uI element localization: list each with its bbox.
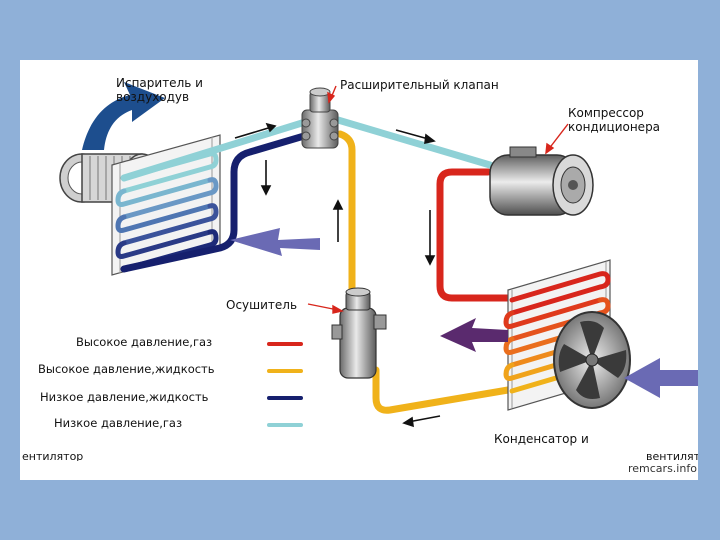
compressor [489,146,594,216]
legend-label: Высокое давление,жидкость [38,362,215,376]
expansion-valve [301,87,339,149]
low-pressure-gas-line [120,116,494,182]
expansion-valve-label: Расширительный клапан [340,78,499,92]
high-pressure-liquid-line [336,130,512,414]
source-credit: remcars.info [628,462,697,475]
legend-swatch [267,369,303,373]
ac-system-diagram [59,82,698,428]
condenser-outflow-arrow [440,318,508,352]
dryer-label: Осушитель [226,298,298,312]
legend-label: Высокое давление,газ [76,335,213,349]
fan-label-fragment-left: ентилятор [22,450,84,461]
label-leader-arrows [307,85,569,314]
condenser-label: Конденсатор и [494,432,589,446]
legend-label: Низкое давление,газ [54,416,183,430]
legend-swatch [267,342,303,346]
flow-direction-arrows [234,122,441,428]
low-pressure-liquid-line [120,132,308,273]
evaporator-label: Испаритель и воздуходув [116,76,203,104]
evaporator-inflow-arrow [230,228,320,256]
legend-swatch [267,423,303,427]
legend-label: Низкое давление,жидкость [40,390,209,404]
diagram-slide: Испаритель и воздуходув Расширительный к… [20,60,698,480]
receiver-dryer [331,287,387,379]
outflow-air-arrow [82,82,165,150]
condenser-fan [553,311,631,409]
high-pressure-gas-line [436,168,512,302]
condenser-inflow-arrow [624,358,698,398]
fan-label-fragment-right: вентилят [646,450,698,461]
legend-swatch [267,396,303,400]
compressor-label: Компрессор кондиционера [568,106,661,134]
